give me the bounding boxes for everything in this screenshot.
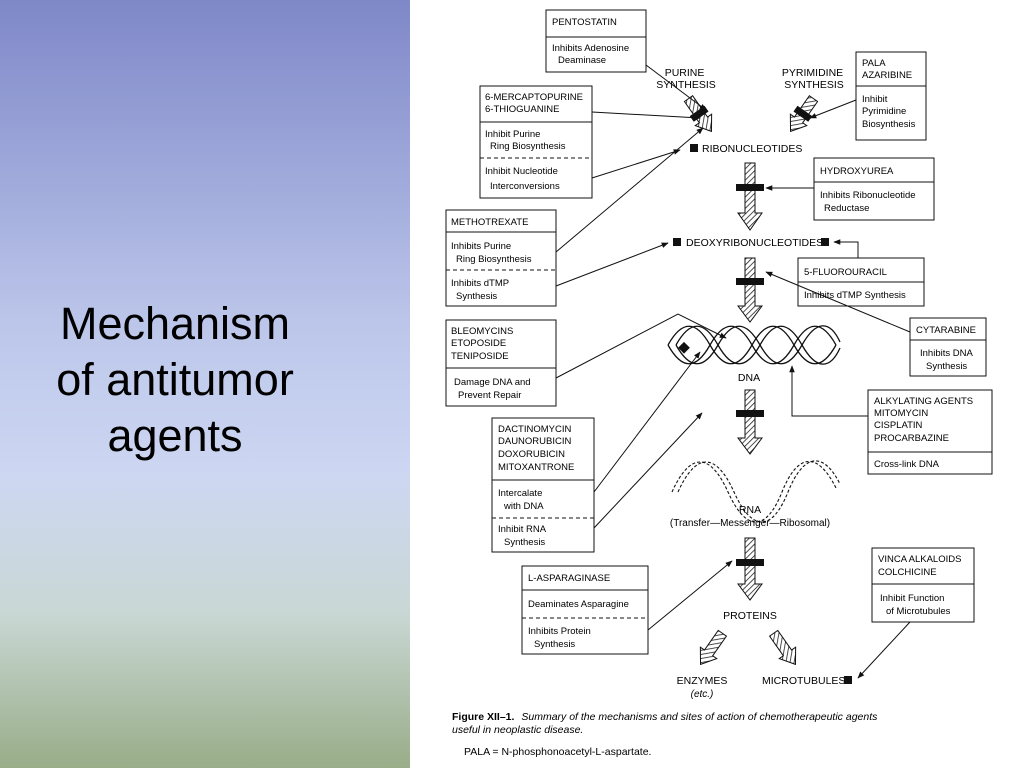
caption-line-2: useful in neoplastic disease. <box>452 724 583 736</box>
vinca-connector <box>857 621 911 679</box>
pyrimidine-synthesis-label: PYRIMIDINE SYNTHESIS <box>782 67 846 91</box>
alkylating-action: Cross-link DNA <box>874 459 940 470</box>
pentostatin-connector <box>645 64 707 111</box>
rna-types-label: (Transfer—Messenger—Ribosomal) <box>670 518 830 529</box>
dactinomycin-connector-2 <box>593 412 703 529</box>
deoxyribonucleotides-marker-right <box>821 238 829 246</box>
pyrimidine-flow-arrow <box>789 95 819 133</box>
fluorouracil-connector <box>833 239 859 258</box>
methotrexate-connector-1 <box>555 127 704 253</box>
microtubules-marker <box>844 676 852 684</box>
asparaginase-action-1: Deaminates Asparagine <box>528 599 629 610</box>
mercaptopurine-connector-2 <box>591 149 681 179</box>
fluorouracil-name: 5-FLUOROURACIL <box>804 267 887 278</box>
caption-abbreviation: PALA = N-phosphonoacetyl-L-aspartate. <box>464 746 651 758</box>
asparaginase-connector <box>647 560 733 631</box>
title-panel: Mechanism of antitumor agents <box>0 0 410 768</box>
microtubules-label: MICROTUBULES <box>762 675 845 687</box>
figure-caption: Figure XII–1. Summary of the mechanisms … <box>452 711 878 758</box>
proteins-label: PROTEINS <box>723 610 777 622</box>
deoxyribonucleotides-label: DEOXYRIBONUCLEOTIDES <box>686 237 823 249</box>
fluorouracil-action: Inhibits dTMP Synthesis <box>804 290 906 301</box>
hydroxyurea-name: HYDROXYUREA <box>820 166 894 177</box>
connector-arrows <box>555 64 911 679</box>
rna-strand-icon <box>671 460 841 523</box>
mercaptopurine-connector-1 <box>591 111 701 121</box>
alkylating-connector <box>789 365 868 417</box>
diagram-svg: PURINE SYNTHESIS PYRIMIDINE SYNTHESIS RI… <box>445 9 993 758</box>
ribo-to-deoxy-arrow <box>736 162 764 231</box>
slide-title-line: agents <box>107 410 243 461</box>
slide-title-line: of antitumor <box>56 354 294 405</box>
slide-title: Mechanism of antitumor agents <box>0 296 350 464</box>
rna-to-proteins-arrow <box>736 537 764 601</box>
pala-connector <box>809 99 857 119</box>
ribonucleotides-label: RIBONUCLEOTIDES <box>702 143 802 155</box>
dactinomycin-connector-1 <box>593 351 701 493</box>
bleomycins-connector <box>555 313 727 379</box>
dna-helix-icon <box>667 325 841 365</box>
deoxy-to-dna-arrow <box>736 257 764 323</box>
asparaginase-name: L-ASPARAGINASE <box>528 573 610 584</box>
dna-to-rna-arrow <box>736 389 764 455</box>
caption-line-1: Figure XII–1. Summary of the mechanisms … <box>452 711 878 723</box>
enzymes-etc-label: (etc.) <box>691 689 714 700</box>
purine-synthesis-label: PURINE SYNTHESIS <box>656 67 716 91</box>
mechanism-diagram: PURINE SYNTHESIS PYRIMIDINE SYNTHESIS RI… <box>410 0 1024 768</box>
asparaginase-box: L-ASPARAGINASE Deaminates Asparagine Inh… <box>521 565 649 655</box>
slide-title-line: Mechanism <box>59 298 291 349</box>
dna-label: DNA <box>738 372 760 384</box>
pathway: PURINE SYNTHESIS PYRIMIDINE SYNTHESIS RI… <box>656 67 852 700</box>
cytarabine-connector <box>765 271 911 333</box>
methotrexate-connector-2 <box>555 242 669 287</box>
deoxyribonucleotides-marker <box>673 238 681 246</box>
fluorouracil-box: 5-FLUOROURACIL Inhibits dTMP Synthesis <box>797 257 925 307</box>
cytarabine-name: CYTARABINE <box>916 325 976 336</box>
proteins-to-microtubules-arrow <box>768 629 797 666</box>
methotrexate-name: METHOTREXATE <box>451 217 528 228</box>
proteins-to-enzymes-arrow <box>699 629 728 666</box>
ribonucleotides-marker <box>690 144 698 152</box>
pentostatin-name: PENTOSTATIN <box>552 17 617 28</box>
enzymes-label: ENZYMES <box>677 675 728 687</box>
rna-label: RNA <box>739 504 761 516</box>
